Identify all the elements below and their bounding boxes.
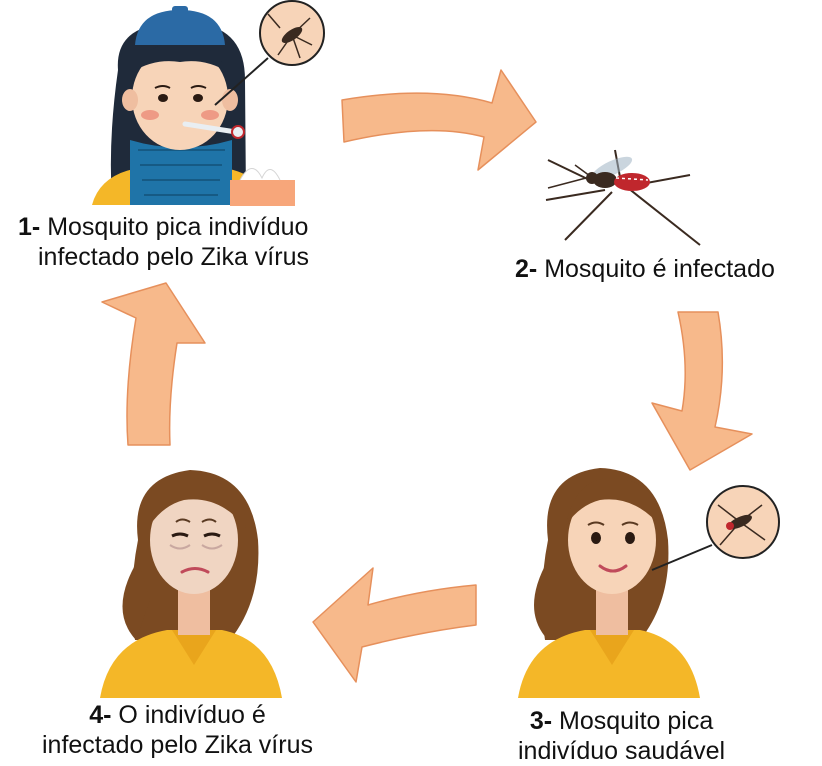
step-3-line-1: Mosquito pica — [559, 707, 713, 735]
step-1-line-2: infectado pelo Zika vírus — [18, 242, 309, 272]
step-4-line-2: infectado pelo Zika vírus — [42, 730, 313, 760]
step-4-caption: 4- O indivíduo é infectado pelo Zika vír… — [42, 700, 313, 760]
healthy-woman-icon — [518, 468, 779, 698]
step-1-caption: 1- Mosquito pica indivíduo infectado pel… — [18, 212, 309, 272]
step-1-line-1: Mosquito pica indivíduo — [47, 213, 308, 241]
step-2-number: 2- — [515, 255, 537, 283]
step-2-line-1: Mosquito é infectado — [544, 255, 775, 283]
step-4-line-1: O indivíduo é — [118, 701, 265, 729]
step-3-caption: 3- Mosquito pica indivíduo saudável — [518, 706, 725, 766]
arrow-1-to-2 — [342, 70, 536, 170]
arrow-4-to-1 — [102, 283, 205, 445]
step-3-number: 3- — [530, 707, 552, 735]
step-1-number: 1- — [18, 213, 40, 241]
sick-woman-icon — [100, 470, 282, 698]
step-2-caption: 2- Mosquito é infectado — [515, 254, 775, 284]
sick-girl-icon — [92, 1, 324, 206]
step-4-number: 4- — [89, 701, 111, 729]
arrow-3-to-4 — [313, 568, 476, 682]
mosquito-icon — [546, 150, 700, 245]
arrow-2-to-3 — [652, 312, 752, 470]
